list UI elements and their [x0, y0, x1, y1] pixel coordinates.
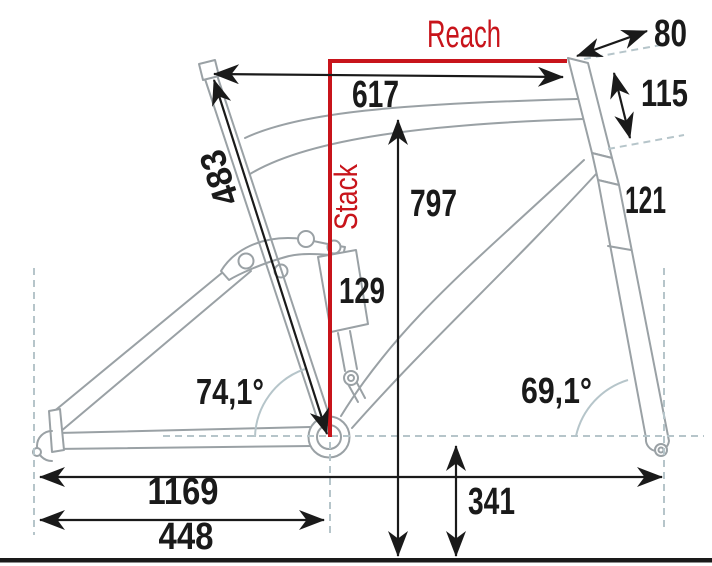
label-stack: Stack — [328, 163, 364, 230]
label-seat-angle: 74,1° — [196, 371, 264, 412]
rocker-pivot-seatstay — [237, 252, 255, 270]
label-1169: 1169 — [148, 471, 219, 513]
label-617: 617 — [352, 74, 399, 116]
dimension-arrows — [39, 29, 663, 557]
seatstay-top-edge — [51, 257, 241, 414]
dim-top-length-617-arrow — [213, 64, 564, 87]
label-head-angle: 69,1° — [521, 370, 592, 411]
head-angle-arc — [575, 379, 629, 437]
rear-dropout-plate — [48, 408, 65, 453]
label-129: 129 — [339, 270, 385, 311]
top-tube-upper-edge — [244, 98, 578, 139]
dim-stem-80-arrow — [576, 29, 648, 58]
top-tube-lower-edge — [249, 118, 584, 175]
chainstay-top-edge — [57, 426, 311, 434]
label-115: 115 — [641, 73, 688, 115]
fork-crown — [591, 152, 620, 186]
guide-head-tube-top-dash — [583, 44, 662, 60]
rocker-pivot-upper — [297, 230, 315, 248]
reach-stack-lines — [328, 59, 567, 437]
label-448: 448 — [159, 516, 214, 558]
down-tube-upper-edge — [340, 159, 585, 417]
label-80: 80 — [654, 13, 687, 55]
shock-eyelet-inner — [347, 374, 355, 382]
ground-line — [0, 558, 712, 563]
dim-head-tube-115-arrow — [610, 72, 634, 139]
guide-head-tube-bottom-dash — [607, 134, 685, 150]
seatpost-clamp — [198, 59, 220, 81]
shock-eyelet-outer — [343, 370, 359, 386]
label-reach: Reach — [427, 14, 501, 56]
dimension-labels: Reach Stack 617 483 797 115 80 121 129 7… — [148, 13, 689, 558]
dim-seat-tube-483-arrow — [212, 79, 329, 435]
chainstay-bottom-edge — [53, 445, 313, 450]
shock-mount-left — [347, 383, 359, 403]
fork-leg-divider — [607, 245, 632, 251]
label-121: 121 — [625, 180, 666, 222]
shock-shaft-left — [337, 332, 346, 372]
head-tube — [567, 57, 613, 159]
down-tube-lower-edge — [351, 172, 598, 429]
shock-mount-right — [355, 380, 366, 399]
front-dropout-outer — [654, 443, 668, 457]
label-797: 797 — [410, 183, 457, 225]
derailleur-hanger — [36, 430, 53, 462]
shock-shaft-right — [349, 330, 358, 370]
label-341: 341 — [468, 481, 515, 523]
